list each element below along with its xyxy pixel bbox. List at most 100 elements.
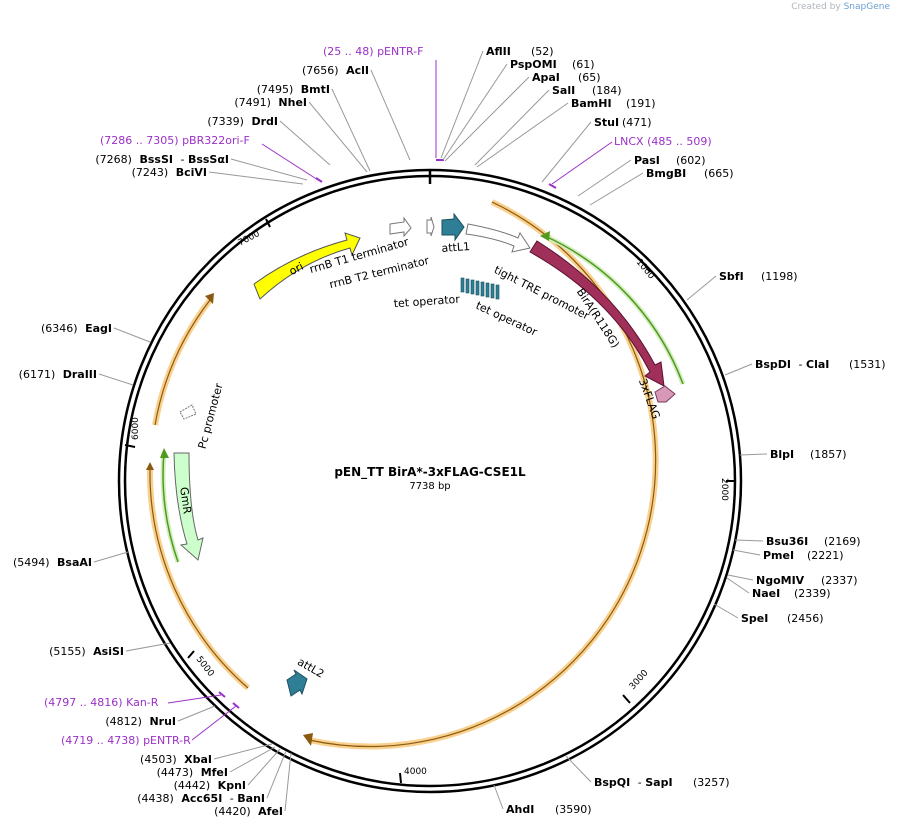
site-leader — [230, 158, 308, 181]
scale-tick-label-2000: 2000 — [719, 478, 729, 501]
site-leader — [93, 551, 129, 563]
site-leader — [565, 755, 592, 783]
site-label-bmti: (7495) BmtI — [257, 83, 330, 96]
site-label-bspqi: BspQI - SapI — [594, 776, 673, 789]
site-label-bsaai: (5494) BsaAI — [13, 556, 92, 569]
site-leader — [308, 101, 368, 173]
site-leader — [577, 159, 632, 197]
site-position: (602) — [676, 154, 706, 167]
primer-tick-pbr322 — [315, 177, 323, 183]
feature-label-tet-op1: tet operator — [393, 293, 460, 311]
scale-tick-6000 — [124, 444, 136, 448]
plasmid-name: pEN_TT BirA*-3xFLAG-CSE1L — [334, 465, 526, 480]
feature-label-ori: ori — [287, 260, 306, 278]
site-label-bsssi: (7268) BssSI - BssSαI — [95, 153, 229, 166]
attL1-feature — [441, 212, 465, 242]
site-label-pmei: PmeI — [763, 549, 794, 562]
primer-leader — [261, 143, 319, 181]
site-leader — [713, 603, 739, 619]
site-leader — [739, 453, 768, 456]
site-label-ngomiv: NgoMIV — [756, 574, 805, 587]
primer-label-kan-r: (4797 .. 4816) Kan-R — [44, 696, 159, 709]
site-leader — [541, 121, 592, 183]
site-label-naei: NaeI — [752, 587, 780, 600]
site-leader — [589, 172, 644, 206]
feature-label-attl1: attL1 — [441, 240, 470, 255]
scale-tick-5000 — [187, 650, 195, 659]
green-arrowhead-left — [160, 448, 169, 458]
site-leader — [279, 120, 331, 166]
site-position: (1531) — [849, 358, 886, 371]
site-leader — [732, 549, 761, 556]
orf-arrowhead-left1 — [205, 293, 214, 304]
site-label-aflii: AflII — [486, 45, 511, 58]
site-leader — [726, 577, 750, 594]
site-label-bcivi: (7243) BciVI — [132, 166, 207, 179]
primer-leader — [167, 694, 222, 704]
site-position: (3257) — [693, 776, 730, 789]
site-position: (52) — [531, 45, 554, 58]
site-label-bspdi: BspDI - ClaI — [755, 358, 829, 371]
site-label-drdi: (7339) DrdI — [207, 115, 278, 128]
site-position: (3590) — [555, 803, 592, 816]
attL2-feature — [286, 669, 308, 697]
scale-tick-label-7000: 7000 — [237, 229, 262, 249]
site-label-nhei: (7491) NheI — [234, 96, 307, 109]
plasmid-size: 7738 bp — [409, 481, 450, 492]
site-label-nrui: (4812) NruI — [105, 715, 176, 728]
site-position: (191) — [626, 97, 656, 110]
primer-label-lncx: LNCX (485 .. 509) — [614, 135, 712, 148]
site-label-pasi: PasI — [634, 154, 660, 167]
green-arrowhead-right — [540, 231, 550, 241]
site-position: (471) — [622, 116, 652, 129]
site-leader — [331, 88, 371, 172]
feature-label-gmr: GmR — [177, 486, 194, 515]
primer-leader — [551, 141, 613, 185]
site-label-stui: StuI — [594, 116, 619, 129]
site-label-blpi: BlpI — [770, 448, 794, 461]
scale-tick-3000 — [622, 694, 631, 704]
primer-tick-kanr — [218, 691, 226, 698]
site-leader — [474, 89, 550, 166]
site-position: (665) — [704, 167, 734, 180]
site-leader — [476, 102, 569, 168]
scale-tick-1000 — [644, 264, 651, 273]
rrnB-t2-feature — [426, 216, 435, 237]
primer-label-pbr322ori-f: (7286 .. 7305) pBR322ori-F — [100, 134, 250, 147]
site-label-apai: ApaI — [532, 71, 560, 84]
birA-feature — [529, 240, 665, 387]
site-position: (2456) — [787, 612, 824, 625]
site-label-ahdi: AhdI — [506, 803, 534, 816]
green-arrow-left-line — [162, 451, 179, 563]
site-leader — [213, 743, 273, 760]
site-position: (1198) — [761, 270, 798, 283]
primer-tick-pentr-r — [232, 702, 240, 709]
site-leader — [686, 275, 717, 301]
site-position: (2337) — [821, 574, 858, 587]
scale-tick-4000 — [399, 772, 402, 784]
gmR-feature — [173, 452, 204, 561]
site-label-sali: SalI — [552, 84, 575, 97]
primer-tick-lncx — [548, 183, 557, 189]
scale-tick-label-6000: 6000 — [131, 417, 141, 440]
site-leader — [493, 784, 504, 810]
site-leader — [266, 750, 287, 799]
orf-band-left1-line — [154, 299, 211, 426]
orf-band-left2-line — [149, 467, 249, 689]
site-label-afei: (4420) AfeI — [214, 805, 283, 818]
site-leader — [444, 76, 530, 162]
site-label-acc65i: (4438) Acc65I - BanI — [137, 792, 265, 805]
site-label-acli: (7656) AclI — [302, 64, 369, 77]
site-leader — [247, 748, 281, 786]
tight-tre-promoter-feature — [465, 223, 531, 253]
site-leader — [177, 705, 216, 722]
site-position: (2221) — [807, 549, 844, 562]
site-label-eagi: (6346) EagI — [41, 322, 112, 335]
snapgene-watermark: Created by SnapGene — [791, 2, 890, 12]
site-leader — [727, 574, 754, 581]
site-leader — [440, 50, 484, 159]
pc-promoter-feature — [179, 404, 197, 420]
site-label-asisi: (5155) AsiSI — [49, 645, 124, 658]
site-leader — [208, 171, 304, 185]
